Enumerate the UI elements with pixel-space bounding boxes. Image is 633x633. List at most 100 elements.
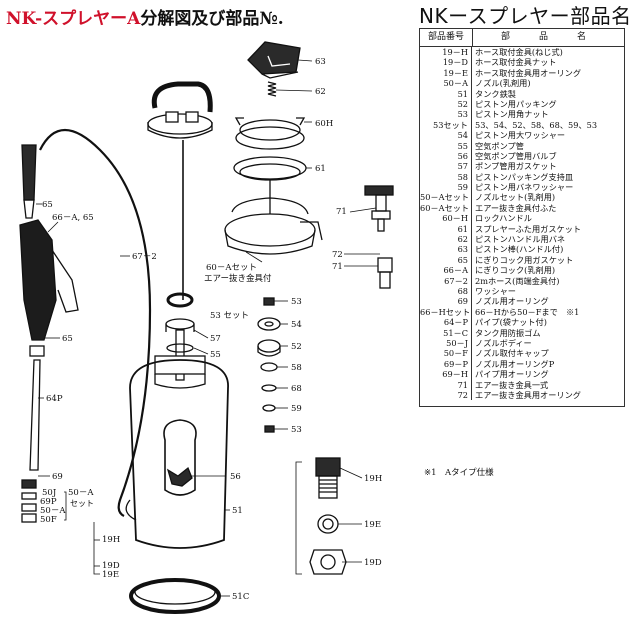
callout-61: 61 bbox=[315, 164, 326, 174]
part-number: 69－H bbox=[420, 369, 472, 380]
callout-50a-set: 50－A bbox=[68, 488, 94, 498]
part-number: 59 bbox=[420, 182, 472, 193]
part-number: 56 bbox=[420, 150, 472, 162]
part-number: 69－P bbox=[420, 358, 472, 370]
part-name: パイプ用オーリング bbox=[475, 369, 549, 380]
header-part-name: 部 品 名 bbox=[500, 32, 596, 42]
callout-59: 59 bbox=[291, 404, 302, 414]
tank-rubber-ring-part bbox=[129, 578, 221, 614]
part-name: ピストン棒(ハンドル付) bbox=[475, 244, 564, 255]
callout-56: 56 bbox=[230, 472, 241, 482]
part-name: ノズルセット(乳剤用) bbox=[475, 192, 556, 203]
part-name: ピストン用角ナット bbox=[475, 109, 549, 120]
part-number: 51 bbox=[420, 88, 472, 99]
part-number: 68 bbox=[420, 285, 472, 297]
callout-19e-left: 19E bbox=[102, 570, 119, 580]
part-number: 62 bbox=[420, 234, 472, 245]
part-name: ホース取付金具ナット bbox=[475, 57, 557, 68]
callout-50j: 50J bbox=[42, 488, 57, 498]
callout-65-top: 65 bbox=[42, 200, 53, 210]
callout-50f: 50F bbox=[40, 515, 57, 525]
part-number: 19－E bbox=[420, 67, 472, 79]
title-suffix: 分解図及び部品№. bbox=[140, 9, 284, 29]
callout-53-bottom: 53 bbox=[291, 425, 302, 435]
part-number: 61 bbox=[420, 223, 472, 235]
callout-63: 63 bbox=[315, 57, 326, 67]
callout-set-label: セット bbox=[70, 499, 94, 508]
part-name: 66－Hから50－Fまで ※1 bbox=[475, 306, 580, 317]
part-number: 64－P bbox=[420, 317, 472, 328]
callout-58: 58 bbox=[291, 363, 302, 373]
callout-55: 55 bbox=[210, 350, 221, 360]
lid-part bbox=[224, 197, 323, 255]
part-number: 50－J bbox=[420, 337, 472, 349]
part-number: 19－D bbox=[420, 57, 472, 68]
table-row: 50－Aセットノズルセット(乳剤用) bbox=[420, 192, 624, 203]
callout-60a-set: 60－Aセット bbox=[206, 263, 257, 273]
callout-65-bottom: 65 bbox=[62, 334, 73, 344]
lock-handle-part bbox=[147, 81, 213, 139]
parts-table-title: NKースプレヤー部品名 bbox=[419, 4, 632, 28]
leader-lines bbox=[36, 59, 380, 597]
part-name: タンク用防振ゴム bbox=[475, 327, 541, 338]
part-name: ホース取付金具(ねじ式) bbox=[475, 47, 563, 57]
part-number: 67－2 bbox=[420, 275, 472, 286]
part-name: ピストンパッキング支持皿 bbox=[475, 171, 574, 182]
callout-54: 54 bbox=[291, 320, 302, 330]
part-number: 52 bbox=[420, 98, 472, 110]
part-number: 19－H bbox=[420, 47, 472, 58]
part-name: 53、54、52、58、68、59、53 bbox=[475, 119, 598, 130]
part-number: 65 bbox=[420, 254, 472, 266]
piston-set-part bbox=[257, 297, 281, 433]
callout-71-top: 71 bbox=[336, 207, 347, 217]
part-number: 55 bbox=[420, 140, 472, 151]
part-name: エアー抜き金具一式 bbox=[475, 379, 549, 390]
part-number: 71 bbox=[420, 379, 472, 390]
callout-60h: 60H bbox=[315, 119, 333, 129]
callout-68: 68 bbox=[291, 384, 302, 394]
callout-19d-left: 19D bbox=[102, 561, 120, 571]
part-name: ワッシャー bbox=[475, 285, 516, 296]
part-name: にぎりコック用ガスケット bbox=[475, 254, 574, 265]
part-name: タンク鉄製 bbox=[475, 88, 516, 99]
part-name: ポンプ管用ガスケット bbox=[475, 161, 557, 172]
part-number: 60－Aセット bbox=[420, 202, 472, 214]
callout-50a: 50－A bbox=[40, 506, 66, 516]
part-name: ピストン用パッキング bbox=[475, 98, 557, 109]
callout-51: 51 bbox=[232, 506, 243, 516]
part-number: 72 bbox=[420, 389, 472, 401]
lid-gasket-part bbox=[233, 117, 307, 181]
callout-52: 52 bbox=[291, 342, 302, 352]
callout-53-top: 53 bbox=[291, 297, 302, 307]
grip-cock-part bbox=[19, 144, 79, 523]
tank-part bbox=[125, 355, 229, 549]
handle-spring-part bbox=[267, 81, 277, 97]
callout-67-2: 67－2 bbox=[132, 252, 157, 262]
part-number: 51－C bbox=[420, 327, 472, 338]
piston-stack-part bbox=[165, 292, 195, 381]
part-number: 50－A bbox=[420, 78, 472, 89]
part-name: ノズル用オーリング bbox=[475, 296, 549, 307]
